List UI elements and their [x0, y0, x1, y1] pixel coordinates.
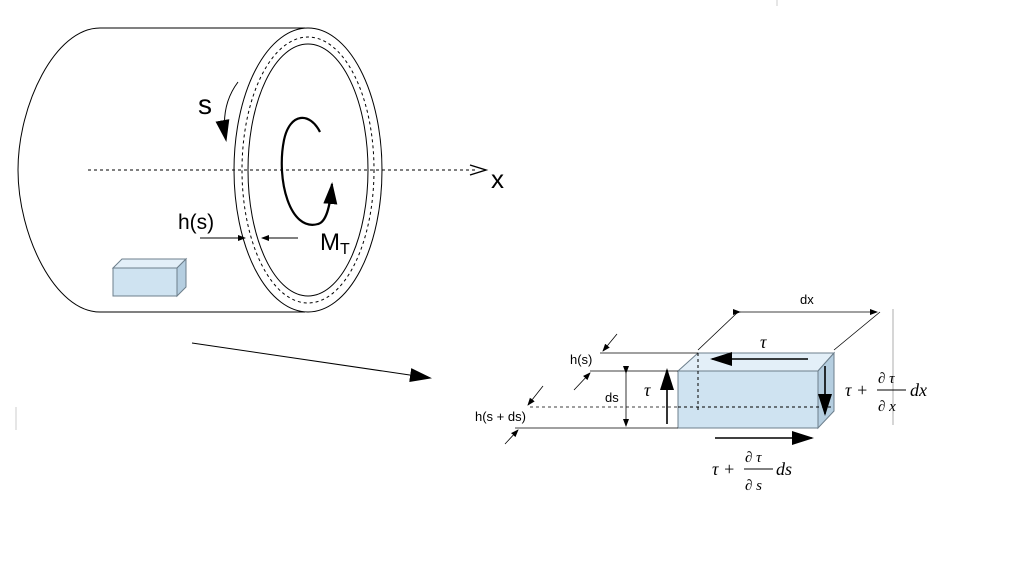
element-top-face: [676, 352, 836, 372]
x-axis-arrowhead: [469, 164, 489, 176]
h-s-ds-label: h(s + ds): [475, 409, 526, 424]
tau-left-label: τ: [644, 380, 651, 400]
torque-label: MT: [320, 229, 350, 258]
ds-label: ds: [605, 390, 619, 405]
torque-circular-arrow: [280, 116, 338, 226]
h-s-ds-tick-lower: [504, 429, 519, 445]
s-direction-arrow: [215, 81, 239, 142]
h-s-tick-upper: [602, 333, 618, 352]
small-wall-element: [111, 257, 188, 298]
s-coordinate-label: s: [198, 89, 212, 120]
enlarged-wall-element: [676, 351, 836, 430]
element-front-face: [677, 370, 819, 429]
zoom-pointer-arrow: [191, 342, 432, 383]
svg-text:∂ τ: ∂ τ: [878, 371, 895, 387]
svg-text:τ +: τ +: [712, 459, 735, 479]
wall-thickness-label: h(s): [178, 211, 214, 234]
svg-text:∂ s: ∂ s: [745, 478, 762, 494]
tube-body-outline: [17, 27, 305, 313]
svg-text:∂ τ: ∂ τ: [745, 450, 762, 466]
dx-extension-left: [697, 311, 739, 351]
h-s-label: h(s): [570, 352, 592, 367]
formula-bottom: τ + ∂ τ ∂ s ds: [712, 450, 792, 494]
tube-inner-rim: [247, 43, 369, 297]
tube-cylinder: [17, 27, 383, 313]
formula-right: τ + ∂ τ ∂ x dx: [845, 371, 927, 415]
h-s-tick-lower: [573, 372, 591, 391]
x-axis-label: x: [491, 164, 504, 194]
svg-text:τ +: τ +: [845, 380, 868, 400]
dx-label: dx: [800, 292, 814, 307]
svg-text:ds: ds: [776, 459, 792, 479]
svg-text:∂ x: ∂ x: [878, 399, 896, 415]
tau-top-label: τ: [760, 332, 767, 352]
svg-text:dx: dx: [910, 380, 927, 400]
tube-midline-rim: [241, 36, 375, 304]
dx-extension-right: [833, 311, 881, 351]
h-s-ds-tick-upper: [527, 385, 544, 406]
